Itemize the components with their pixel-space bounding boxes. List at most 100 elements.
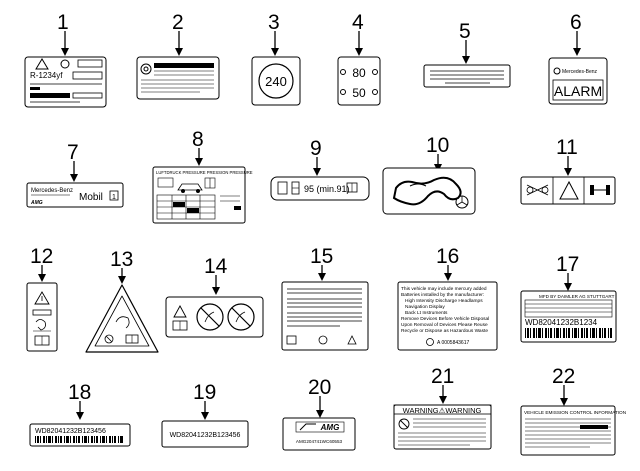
- callout-16: 16: [436, 245, 459, 281]
- callout-number-10: 10: [426, 134, 449, 157]
- callout-18: 18: [68, 381, 91, 420]
- label-info-5: [423, 64, 511, 88]
- label-tire-pressure: LUFTDRUCK PRESSURE PRESSION PRESSURE: [152, 166, 253, 224]
- callout-17: 17: [556, 253, 579, 291]
- callout-2: 2: [172, 11, 184, 56]
- hand-icon: [115, 316, 130, 329]
- arrow-icon: [271, 48, 279, 56]
- callout-13: 13: [110, 248, 133, 284]
- arrow-icon: [355, 48, 363, 56]
- warning-triangle-icon: [347, 335, 357, 345]
- callout-20: 20: [308, 376, 331, 418]
- arrow-icon: [318, 273, 326, 281]
- hand-icon: [35, 319, 46, 331]
- callout-number-6: 6: [570, 11, 582, 34]
- label-refrigerant: R-1234yf: [24, 56, 107, 108]
- label-mercury: This vehicle may include mercury added B…: [397, 281, 498, 351]
- callout-number-3: 3: [268, 11, 280, 34]
- tire-icon: [140, 63, 152, 75]
- callout-4: 4: [352, 11, 364, 56]
- callout-6: 6: [570, 11, 582, 56]
- callout-1: 1: [57, 11, 69, 56]
- mercury-line: High Intensity Discharge Headlamps: [405, 298, 483, 304]
- vin-text: WD82041232B1234: [525, 318, 598, 327]
- no-touch-fan-icon: [196, 303, 224, 331]
- callout-19: 19: [193, 381, 216, 420]
- arrow-icon: [564, 283, 572, 291]
- mercedes-star-icon: [318, 335, 328, 345]
- mercury-line: Upon Removal of Devices Please Reuse: [401, 322, 488, 328]
- label-tire-info-2: [136, 56, 220, 100]
- mercury-line: Remove Devices Before Vehicle Disposal: [401, 316, 489, 322]
- callout-10: 10: [426, 134, 449, 172]
- label-vin-barcode: WD82041232B123456: [29, 423, 131, 447]
- mercury-line: Back Lt Instruments: [405, 310, 448, 316]
- arrow-icon: [439, 396, 447, 404]
- callout-number-12: 12: [30, 245, 53, 268]
- callout-number-19: 19: [193, 381, 216, 404]
- callout-7: 7: [67, 141, 79, 182]
- arrow-icon: [212, 287, 220, 295]
- callout-22: 22: [552, 365, 575, 406]
- callout-number-7: 7: [67, 141, 79, 164]
- label-drive-warning: [520, 176, 616, 205]
- callout-14: 14: [204, 255, 228, 295]
- callout-11: 11: [556, 136, 578, 176]
- callout-8: 8: [192, 128, 204, 166]
- part-number: A 0005843617: [437, 340, 469, 346]
- fuel-grade: 95 (min.91): [304, 184, 350, 194]
- amg-logo: AMG: [320, 423, 340, 432]
- label-triangle-warning: [85, 284, 159, 353]
- warning-triangle-icon: [173, 305, 187, 318]
- speed-value-top: 80: [352, 66, 366, 80]
- callout-number-13: 13: [110, 248, 133, 271]
- arrow-icon: [444, 273, 452, 281]
- mercury-line: This vehicle may include mercury added: [401, 286, 487, 292]
- label-fan-warning: [165, 296, 264, 338]
- arrow-icon: [175, 48, 183, 56]
- alarm-text: ALARM: [554, 83, 602, 99]
- label-fuel: 95 (min.91): [270, 176, 370, 201]
- book-icon: [286, 335, 297, 345]
- mobil-text: Mobil: [79, 192, 103, 203]
- speed-limit-circle-icon: [258, 63, 294, 99]
- callout-9: 9: [310, 137, 322, 176]
- callout-number-5: 5: [459, 20, 471, 43]
- label-track-map: [382, 167, 476, 215]
- callout-number-9: 9: [310, 137, 322, 160]
- callout-15: 15: [310, 245, 333, 281]
- no-touch-belt-icon: [227, 303, 255, 331]
- label-vin-plain: WD82041232B123456: [161, 420, 249, 448]
- callout-21: 21: [431, 365, 454, 404]
- mercedes-star-icon: [553, 67, 561, 75]
- callout-number-2: 2: [172, 11, 184, 34]
- brand-text: Mercedes-Benz: [31, 188, 73, 194]
- label-speed-240: 240: [251, 56, 301, 106]
- label-emission-control: VEHICLE EMISSION CONTROL INFORMATION: [520, 405, 626, 456]
- callout-number-17: 17: [556, 253, 579, 276]
- callout-number-14: 14: [204, 255, 228, 278]
- label-vertical-warning: [26, 282, 58, 352]
- callout-number-22: 22: [552, 365, 575, 388]
- callout-number-4: 4: [352, 11, 364, 34]
- amg-code: AMG204741WC60553: [296, 439, 343, 444]
- label-alarm: Mercedes-Benz ALARM: [548, 57, 608, 105]
- warning-triangle-icon: [35, 58, 49, 70]
- callout-number-11: 11: [556, 136, 578, 159]
- label-amg: AMG AMG204741WC60553: [282, 417, 356, 451]
- callout-number-21: 21: [431, 365, 454, 388]
- arrow-icon: [76, 412, 84, 420]
- car-icon: [177, 183, 203, 191]
- callout-number-15: 15: [310, 245, 333, 268]
- pressure-header: LUFTDRUCK PRESSURE PRESSION PRESSURE: [156, 170, 253, 175]
- warning-title: WARNING⚠WARNING: [403, 406, 482, 415]
- arrow-icon: [573, 48, 581, 56]
- callout-number-1: 1: [57, 11, 69, 34]
- arrow-icon: [564, 168, 572, 176]
- label-warning: WARNING⚠WARNING: [393, 404, 492, 450]
- mercedes-star-icon: [426, 338, 434, 346]
- callout-number-16: 16: [436, 245, 459, 268]
- arrow-icon: [201, 412, 209, 420]
- arrow-icon: [38, 274, 46, 282]
